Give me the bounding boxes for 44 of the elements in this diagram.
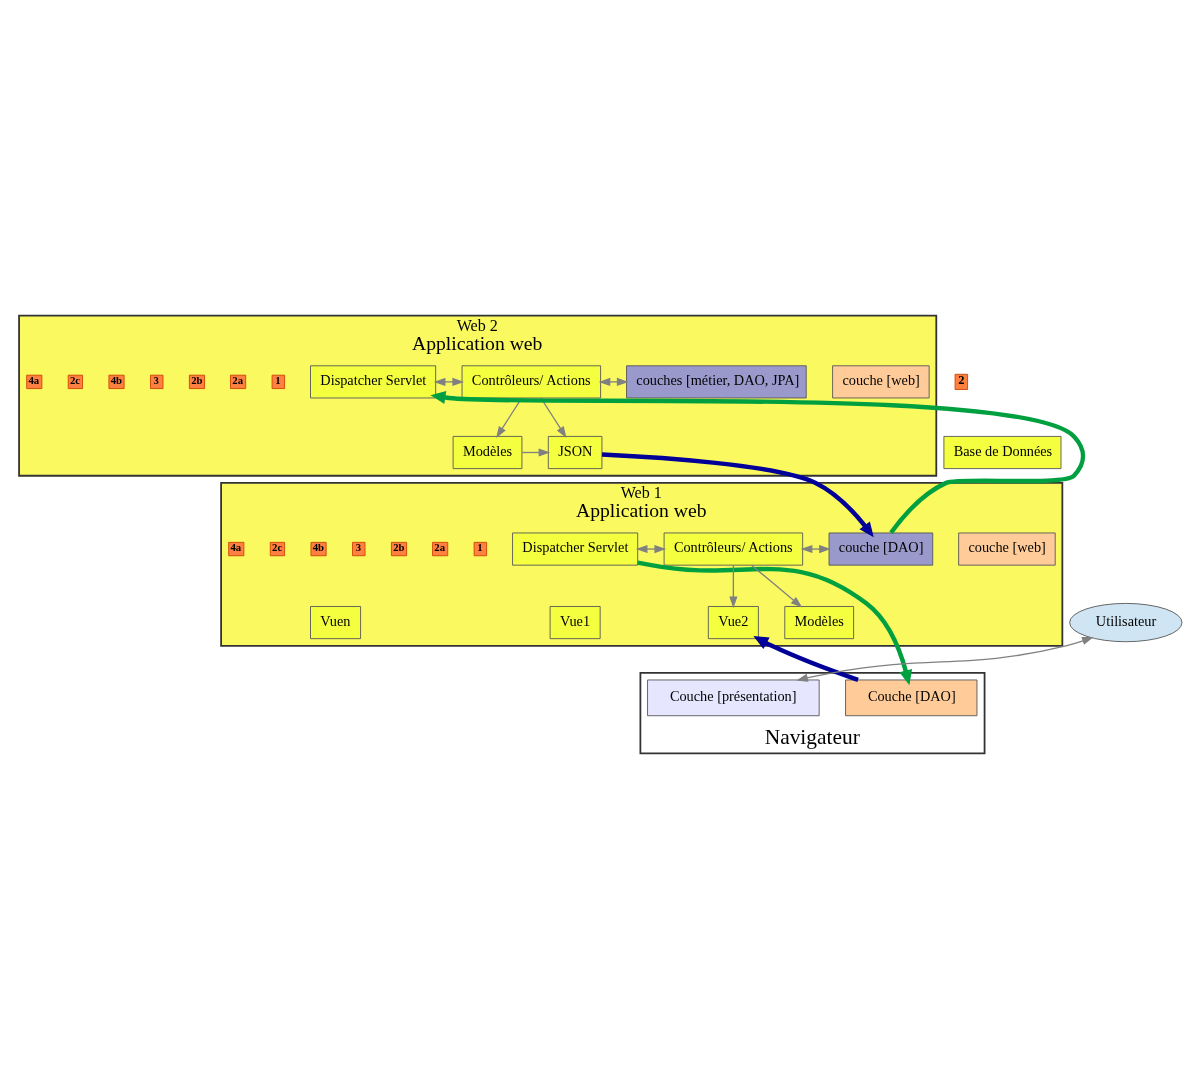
arrow — [753, 635, 859, 682]
arrow — [796, 636, 1094, 682]
label: 1 — [477, 540, 483, 553]
label: 2b — [393, 540, 405, 553]
node-box: Vue2 — [707, 605, 759, 639]
node-box: Contrôleurs/ Actions — [461, 364, 602, 398]
arrow — [601, 451, 874, 537]
label: 2a — [434, 540, 446, 553]
label: 4b — [110, 373, 123, 386]
node-box: couches [métier, DAO, JPA] — [626, 364, 807, 398]
label: 2a — [232, 373, 243, 386]
arrow — [635, 544, 666, 553]
node-box: Modèles — [452, 435, 523, 469]
node-box: Modèles — [784, 605, 855, 639]
label: 2b — [191, 373, 203, 386]
label: 4a — [28, 373, 40, 386]
node-box: Vue1 — [549, 605, 601, 639]
node-box: Base de Données — [943, 435, 1062, 469]
arrow — [433, 377, 464, 386]
arrow — [598, 377, 629, 386]
node-box: Dispatcher Servlet — [512, 532, 639, 566]
node-box: Couche [présentation] — [647, 679, 820, 716]
arrow — [430, 390, 1085, 534]
node-box: Dispatcher Servlet — [310, 364, 437, 398]
label: 4b — [312, 540, 325, 553]
node-box: couche [web] — [958, 532, 1056, 566]
node-box: Vuen — [310, 605, 361, 639]
arrow — [800, 544, 831, 553]
label: 2c — [272, 540, 283, 553]
node-box: Couche [DAO] — [845, 679, 978, 716]
label: 3 — [153, 373, 159, 386]
label: 2 — [958, 372, 965, 387]
label: 4a — [230, 540, 242, 553]
arrow — [729, 564, 738, 608]
arrow — [637, 559, 913, 685]
node-box: Contrôleurs/ Actions — [663, 532, 804, 566]
node-box: couche [web] — [832, 364, 930, 398]
node-box: couche [DAO] — [828, 532, 934, 566]
node-box: JSON — [547, 435, 603, 469]
label: 2c — [70, 373, 81, 386]
label: 1 — [275, 373, 281, 386]
arrow — [750, 564, 803, 608]
node-ellipse: Utilisateur — [1069, 602, 1183, 642]
label: 3 — [355, 540, 362, 553]
